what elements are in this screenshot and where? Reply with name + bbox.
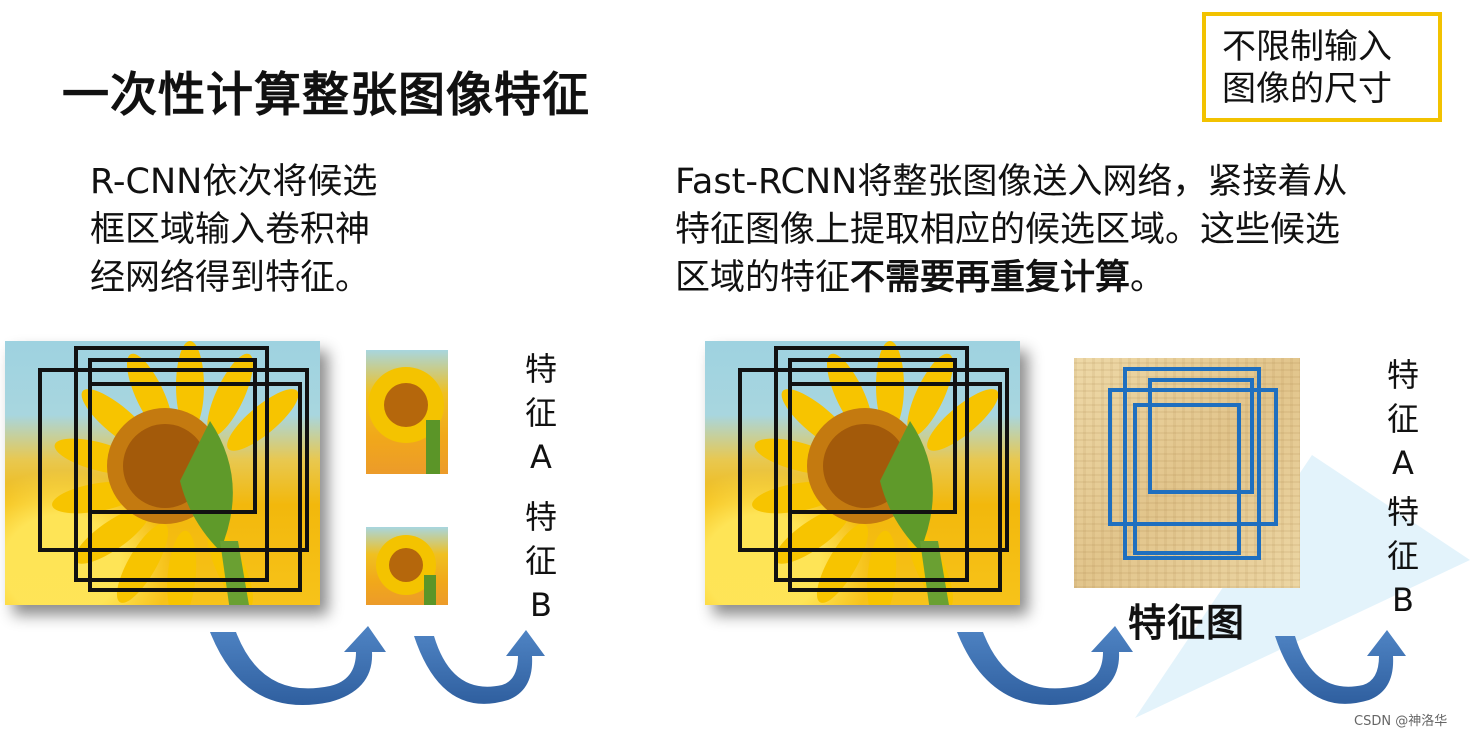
curved-arrows [210,626,1406,706]
feature-boxes [1108,367,1278,560]
fast-rcnn-line-3-suffix: 。 [1130,258,1166,298]
crop-feature-b [366,527,448,605]
left-feature-b-label: 特 征 B [516,495,566,627]
fast-rcnn-line-3: 区域的特征不需要再重复计算。 [675,254,1445,302]
arrow-left-1 [210,626,386,706]
char: 特 [1386,493,1419,531]
right-feature-a-label: 特 征 A [1378,353,1428,485]
char: A [1392,444,1414,482]
arrow-right-2 [1275,630,1406,704]
fast-rcnn-line-3-bold: 不需要再重复计算 [850,258,1131,298]
right-feature-b-label: 特 征 B [1378,490,1428,622]
rcnn-line-1: R-CNN依次将候选 [90,162,378,202]
fast-rcnn-description: Fast-RCNN将整张图像送入网络，紧接着从 特征图像上提取相应的候选区域。这… [675,158,1445,302]
rcnn-line-3: 经网络得到特征。 [90,258,371,298]
char: 征 [1386,400,1419,438]
char: 特 [1386,356,1419,394]
rcnn-line-2: 框区域输入卷积神 [90,210,371,250]
char: 特 [524,350,557,388]
crop-sunflower-icon [368,367,444,474]
fast-rcnn-line-3-prefix: 区域的特征 [675,258,851,298]
left-feature-a-label: 特 征 A [516,347,566,479]
sunflower-illustration [52,341,299,605]
fast-rcnn-line-2: 特征图像上提取相应的候选区域。这些候选 [675,210,1341,250]
feature-map-label: 特征图 [1128,601,1246,645]
crop-feature-a [366,350,448,474]
char: B [530,586,552,624]
note-box: 不限制输入 图像的尺寸 [1202,12,1442,122]
char: B [1392,581,1414,619]
char: 征 [1386,537,1419,575]
char: A [530,438,552,476]
note-line-2: 图像的尺寸 [1222,69,1392,109]
page-title: 一次性计算整张图像特征 [62,68,590,123]
fast-rcnn-line-1: Fast-RCNN将整张图像送入网络，紧接着从 [675,162,1348,202]
rcnn-description: R-CNN依次将候选 框区域输入卷积神 经网络得到特征。 [90,158,420,302]
char: 征 [524,394,557,432]
proposal-boxes-right [738,346,1009,592]
arrow-right-1 [957,626,1133,706]
watermark: CSDN @神洛华 [1354,714,1448,729]
note-line-1: 不限制输入 [1222,27,1392,67]
char: 征 [524,542,557,580]
char: 特 [524,498,557,536]
proposal-boxes-left [38,346,309,592]
arrow-left-2 [414,630,545,704]
crop-sunflower-icon [376,535,436,605]
